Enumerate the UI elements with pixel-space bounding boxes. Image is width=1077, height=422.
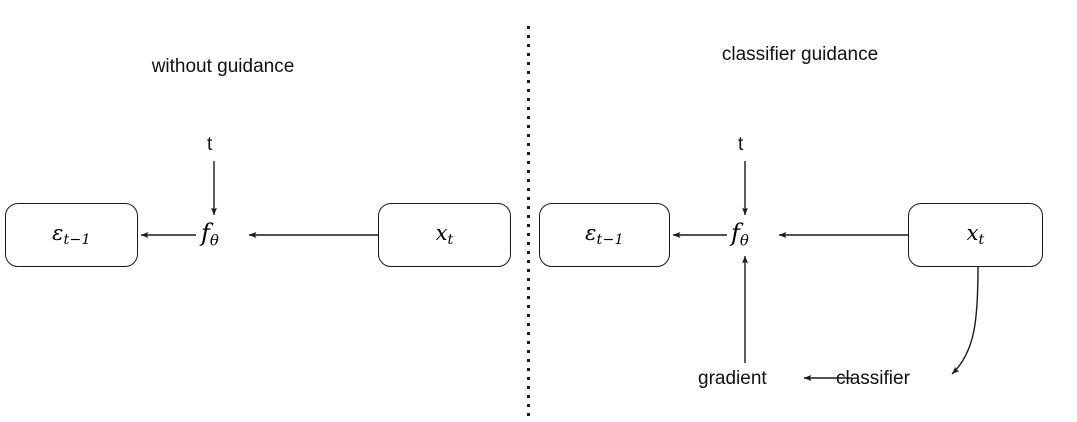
node-label-x-t-left: xt: [435, 220, 454, 248]
panel-title-without-guidance: without guidance: [151, 56, 295, 77]
divider-dot: [527, 251, 530, 254]
divider-dot: [527, 395, 530, 398]
divider-dot: [527, 260, 530, 263]
node-label-f-theta-left: fθ: [201, 219, 219, 250]
node-label-f-theta-right: fθ: [731, 219, 749, 250]
node-label-epsilon-right: εt−1: [585, 220, 624, 248]
label-timestep-input-right: t: [738, 134, 744, 155]
label-classifier: classifier: [836, 368, 910, 389]
divider-dot: [527, 359, 530, 362]
divider-dot: [527, 35, 530, 38]
divider-dot: [527, 62, 530, 65]
node-epsilon-output-right: εt−1: [539, 203, 670, 267]
divider-dot: [527, 278, 530, 281]
divider-dot: [527, 179, 530, 182]
node-x-t-left: xt: [378, 203, 511, 267]
panel-title-classifier-guidance: classifier guidance: [721, 44, 879, 65]
divider-dot: [527, 413, 530, 416]
divider-dot: [527, 215, 530, 218]
divider-dot: [527, 350, 530, 353]
divider-dot: [527, 197, 530, 200]
divider-dot: [527, 341, 530, 344]
divider-dot: [527, 368, 530, 371]
divider-dot: [527, 305, 530, 308]
node-epsilon-output-left: εt−1: [5, 203, 138, 267]
divider-dot: [527, 80, 530, 83]
divider-dot: [527, 116, 530, 119]
divider-dot: [527, 296, 530, 299]
divider-dot: [527, 26, 530, 29]
divider-dot: [527, 125, 530, 128]
divider-dot: [527, 170, 530, 173]
edge-x-to-classifier-curved: [951, 266, 979, 375]
label-timestep-input-left: t: [207, 134, 213, 155]
divider-dot: [527, 107, 530, 110]
divider-dot: [527, 188, 530, 191]
label-gradient: gradient: [698, 368, 767, 389]
divider-dot: [527, 386, 530, 389]
node-label-x-t-right: xt: [966, 220, 985, 248]
divider-dot: [527, 134, 530, 137]
divider-dot: [527, 98, 530, 101]
divider-dot: [527, 269, 530, 272]
divider-dot: [527, 287, 530, 290]
divider-dot: [527, 404, 530, 407]
divider-dot: [527, 71, 530, 74]
divider-dot: [527, 152, 530, 155]
divider-dot: [527, 323, 530, 326]
divider-dot: [527, 206, 530, 209]
divider-dot: [527, 143, 530, 146]
divider-dot: [527, 242, 530, 245]
divider-dot: [527, 224, 530, 227]
divider-dot: [527, 161, 530, 164]
divider-dot: [527, 332, 530, 335]
divider-dot: [527, 233, 530, 236]
divider-dot: [527, 314, 530, 317]
node-x-t-right: xt: [908, 203, 1043, 267]
divider-dot: [527, 377, 530, 380]
divider-dot: [527, 44, 530, 47]
divider-dot: [527, 53, 530, 56]
node-label-epsilon-left: εt−1: [52, 220, 91, 248]
divider-dot: [527, 89, 530, 92]
